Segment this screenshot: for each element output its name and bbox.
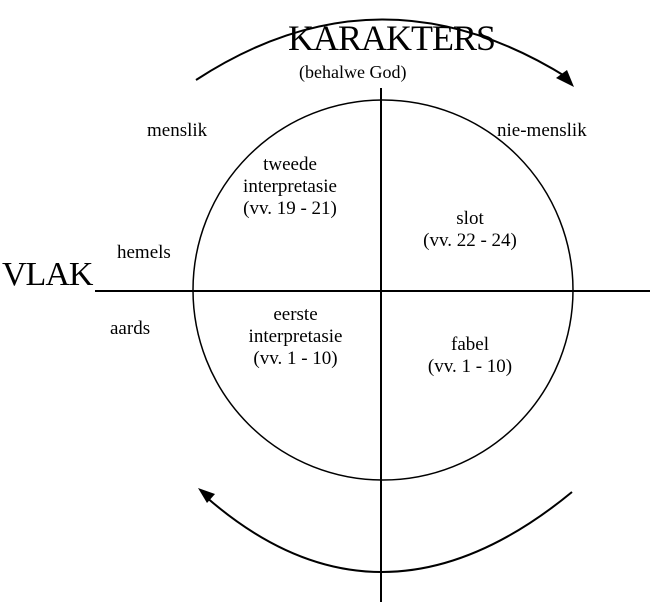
label-aards: aards (110, 318, 151, 339)
quadrant-bottom-left: eerste interpretasie (vv. 1 - 10) (218, 304, 373, 370)
quadrant-text: eerste (273, 304, 318, 325)
diagram-subtitle: (behalwe God) (299, 62, 407, 82)
axis-label-vlak: VLAK (2, 256, 93, 293)
quadrant-text: (vv. 1 - 10) (427, 355, 513, 377)
quadrant-text: (vv. 19 - 21) (243, 197, 337, 219)
quadrant-text: (vv. 22 - 24) (423, 229, 517, 251)
quadrant-bottom-right: fabel (vv. 1 - 10) (400, 334, 540, 378)
label-hemels: hemels (117, 242, 171, 263)
bottom-arc-arrow (204, 491, 573, 573)
quadrant-top-right: slot (vv. 22 - 24) (395, 208, 545, 252)
quadrant-text: slot (456, 208, 484, 229)
label-menslik: menslik (147, 120, 208, 141)
label-nie-menslik: nie-menslik (497, 120, 587, 141)
quadrant-text: fabel (451, 334, 489, 355)
quadrant-text: (vv. 1 - 10) (253, 347, 338, 369)
bottom-arrowhead (198, 488, 215, 503)
diagram-title: KARAKTERS (288, 18, 496, 58)
quadrant-text: tweede (263, 154, 317, 175)
top-arc-arrow (195, 18, 569, 81)
quadrant-text: interpretasie (248, 325, 343, 347)
quadrant-top-left: tweede interpretasie (vv. 19 - 21) (210, 154, 370, 220)
quadrant-text: interpretasie (243, 175, 337, 197)
top-arrowhead (556, 70, 574, 87)
